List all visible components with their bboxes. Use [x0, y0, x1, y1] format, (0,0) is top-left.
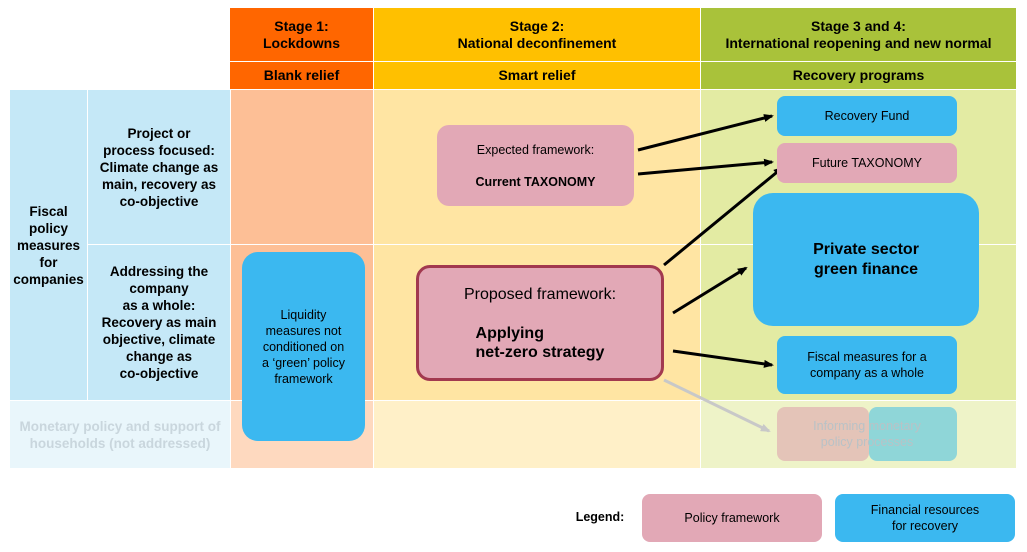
informing-pink-shape	[777, 407, 869, 461]
row-divider	[87, 244, 1016, 245]
arrow-proposed-to-informing	[663, 378, 771, 433]
proposed-framework-body: Applying net-zero strategy	[475, 324, 605, 361]
stage2-subheader: Smart relief	[374, 62, 700, 89]
stage1-header: Stage 1: Lockdowns	[230, 8, 373, 61]
column-divider	[373, 8, 374, 468]
stage1-subheader: Blank relief	[230, 62, 373, 89]
stage2-header: Stage 2: National deconfinement	[374, 8, 700, 61]
informing-blue-shape	[869, 407, 957, 461]
monetary-policy-label: Monetary policy and support of household…	[19, 418, 221, 451]
recovery-fund-box: Recovery Fund	[777, 96, 957, 136]
column-divider	[87, 90, 88, 400]
row-divider	[10, 400, 1016, 401]
arrow-proposed-to-private-finance	[672, 266, 748, 315]
proposed-framework-box: Proposed framework: Applying net-zero st…	[416, 265, 664, 381]
liquidity-measures-box: Liquidity measures not conditioned on a …	[242, 252, 365, 441]
arrow-expected-to-future-taxonomy	[637, 158, 774, 176]
legend-label: Legend:	[575, 510, 625, 524]
stage3-subheader: Recovery programs	[701, 62, 1016, 89]
column-divider	[700, 8, 701, 468]
future-taxonomy-box: Future TAXONOMY	[777, 143, 957, 183]
arrow-proposed-to-future-taxonomy	[663, 166, 784, 267]
legend-policy-framework: Policy framework	[642, 494, 822, 542]
proposed-framework-title: Proposed framework:	[463, 285, 617, 303]
row-label-background	[10, 90, 230, 400]
project-focused-label: Project or process focused: Climate chan…	[99, 125, 219, 209]
company-whole-label: Addressing the company as a whole: Recov…	[101, 264, 217, 381]
stage3-header: Stage 3 and 4: International reopening a…	[701, 8, 1016, 61]
fiscal-measures-box: Fiscal measures for a company as a whole	[777, 336, 957, 394]
expected-framework-title: Expected framework:	[476, 142, 595, 157]
private-sector-finance-box: Private sector green finance	[753, 193, 979, 326]
legend-financial-resources: Financial resources for recovery	[835, 494, 1015, 542]
fiscal-policy-label: Fiscal policy measures for companies	[13, 203, 84, 287]
arrow-expected-to-recovery-fund	[637, 114, 774, 152]
informing-monetary-box: Informing monetary policy processes	[813, 419, 921, 449]
expected-framework-body: Current TAXONOMY	[475, 174, 596, 189]
stage2-monetary-background	[373, 400, 700, 468]
arrow-proposed-to-fiscal-whole	[672, 349, 774, 368]
monetary-row-background	[10, 400, 230, 468]
column-divider	[230, 8, 231, 468]
expected-framework-box: Expected framework: Current TAXONOMY	[437, 125, 634, 206]
